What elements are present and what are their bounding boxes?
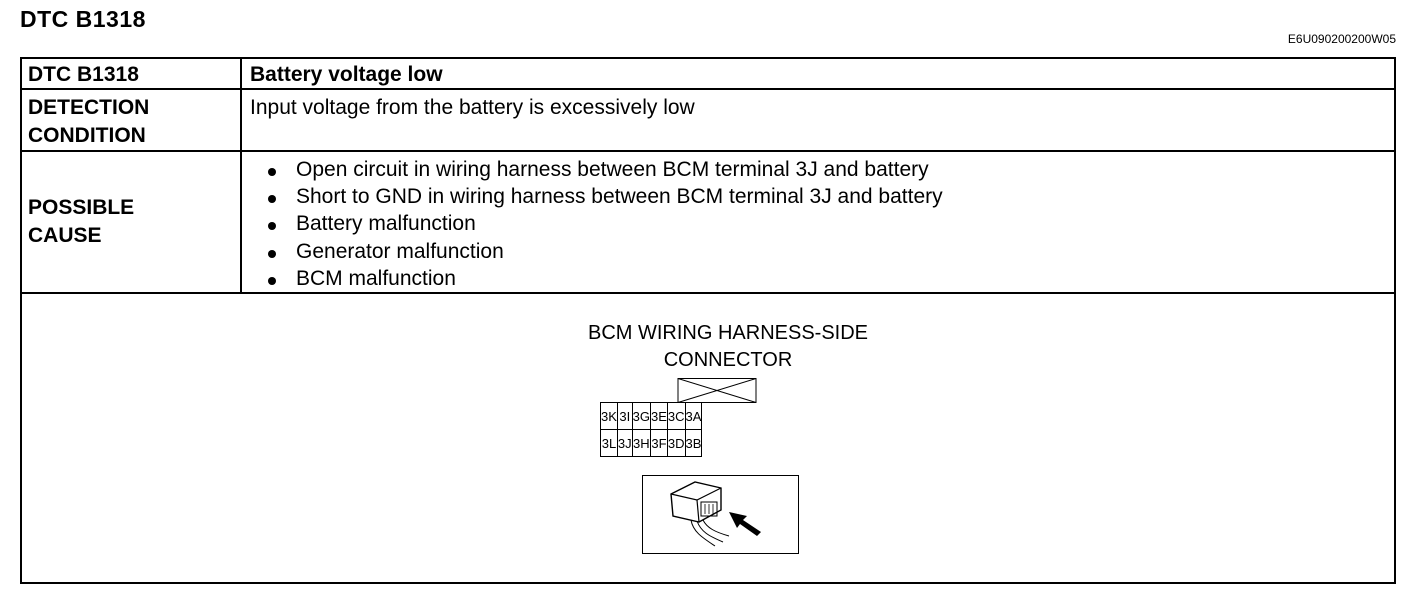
connector-pin: 3I: [616, 402, 633, 431]
detection-label-line2: CONDITION: [28, 124, 146, 147]
connector-pin: 3B: [684, 429, 703, 458]
connector-pin: 3L: [600, 429, 618, 458]
cause-label-line1: POSSIBLE: [28, 196, 135, 219]
dtc-value: Battery voltage low: [240, 57, 1396, 90]
list-item: Generator malfunction: [265, 238, 1394, 265]
dtc-label: DTC B1318: [20, 57, 242, 90]
dtc-table: DTC B1318 Battery voltage low DETECTION …: [20, 57, 1396, 585]
list-item: Short to GND in wiring harness between B…: [265, 183, 1394, 210]
pin-row-top: 3K 3I 3G 3E 3C 3A: [600, 402, 703, 431]
table-row-figure: BCM WIRING HARNESS-SIDE CONNECTOR 3K 3I …: [20, 292, 1396, 585]
connector-pin-grid: 3K 3I 3G 3E 3C 3A 3L 3J 3H 3F 3D: [600, 402, 703, 458]
cause-label-line2: CAUSE: [28, 224, 102, 247]
cause-value: Open circuit in wiring harness between B…: [240, 149, 1396, 295]
connector-pin: 3H: [631, 429, 651, 458]
figure-cell: BCM WIRING HARNESS-SIDE CONNECTOR 3K 3I …: [20, 292, 1396, 585]
table-row-detection: DETECTION CONDITION Input voltage from t…: [20, 88, 1396, 152]
connector-pin: 3A: [684, 402, 703, 431]
table-row-cause: POSSIBLE CAUSE Open circuit in wiring ha…: [20, 149, 1396, 295]
reference-code: E6U090200200W05: [1287, 32, 1396, 46]
page-title: DTC B1318: [20, 6, 146, 32]
connector-pin: 3D: [666, 429, 686, 458]
cause-list: Open circuit in wiring harness between B…: [250, 156, 1394, 292]
figure-label-line1: BCM WIRING HARNESS-SIDE: [587, 322, 869, 345]
list-item: Open circuit in wiring harness between B…: [265, 156, 1394, 183]
detection-label: DETECTION CONDITION: [20, 88, 242, 152]
connector-pin: 3K: [600, 402, 618, 431]
connector-plug-icon: [670, 481, 761, 547]
connector-pin: 3C: [666, 402, 686, 431]
detection-value: Input voltage from the battery is excess…: [240, 88, 1396, 152]
connector-pin: 3G: [631, 402, 651, 431]
connector-lock-tab-icon: [677, 378, 757, 404]
detection-label-line1: DETECTION: [28, 96, 150, 119]
connector-pin: 3E: [649, 402, 668, 431]
pin-row-bottom: 3L 3J 3H 3F 3D 3B: [600, 429, 703, 458]
list-item: BCM malfunction: [265, 265, 1394, 292]
connector-pin: 3F: [649, 429, 668, 458]
list-item: Battery malfunction: [265, 210, 1394, 237]
table-row-dtc: DTC B1318 Battery voltage low: [20, 57, 1396, 90]
harness-connector-illustration: [642, 475, 799, 555]
cause-label: POSSIBLE CAUSE: [20, 149, 242, 295]
connector-pin: 3J: [616, 429, 633, 458]
connector-figure: BCM WIRING HARNESS-SIDE CONNECTOR 3K 3I …: [22, 294, 1394, 582]
figure-label-line2: CONNECTOR: [663, 349, 793, 372]
